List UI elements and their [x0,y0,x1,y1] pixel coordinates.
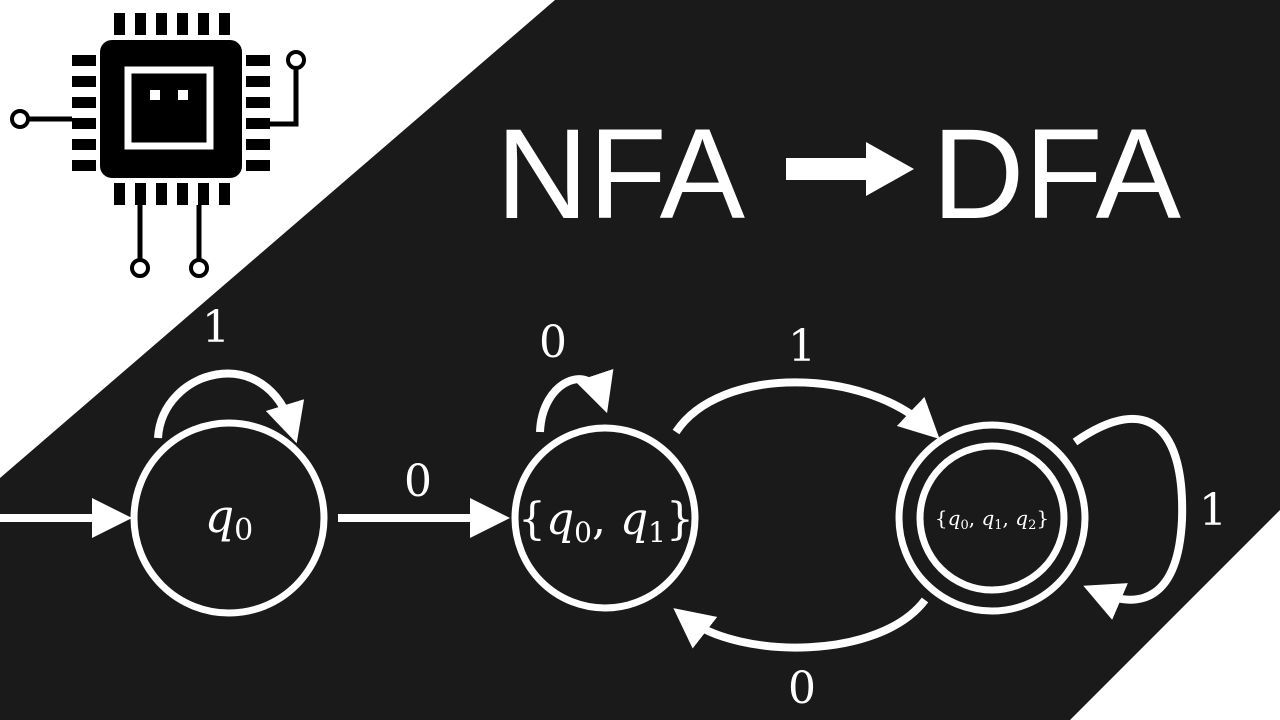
transition-q0-q0q1-label: 0 [404,456,432,507]
transition-q0q1-q0q1q2 [672,378,940,440]
transition-q0q1q2-q0q1 [673,597,929,652]
state-q0-circle [130,419,328,617]
cpu-chip-icon [10,13,306,278]
state-q0q1q2-inner-circle [916,442,1068,594]
transition-q0q1-self-label: 0 [539,317,567,368]
title-nfa: NFA [496,103,746,246]
right-arrow-icon [786,142,914,196]
transition-q0-self [154,369,305,444]
state-q0-label: q0 [205,489,254,548]
transition-q0q1-q0q1q2-label: 1 [788,321,816,372]
transition-q0-self-label: 1 [202,302,230,353]
state-q0q1-label: {q0, q1} [518,494,694,549]
transition-q0q1-self [536,368,614,433]
transition-q0q1q2-self-label: 1 [1199,485,1227,536]
transition-q0q1q2-self [1072,414,1187,620]
title-dfa: DFA [932,103,1182,246]
transition-q0q1q2-q0q1-label: 0 [788,663,816,714]
state-q0q1q2-label: {q0, q1, q2} [935,506,1049,533]
state-q0q1-circle [511,424,699,612]
state-q0q1q2-outer-circle [895,421,1089,615]
